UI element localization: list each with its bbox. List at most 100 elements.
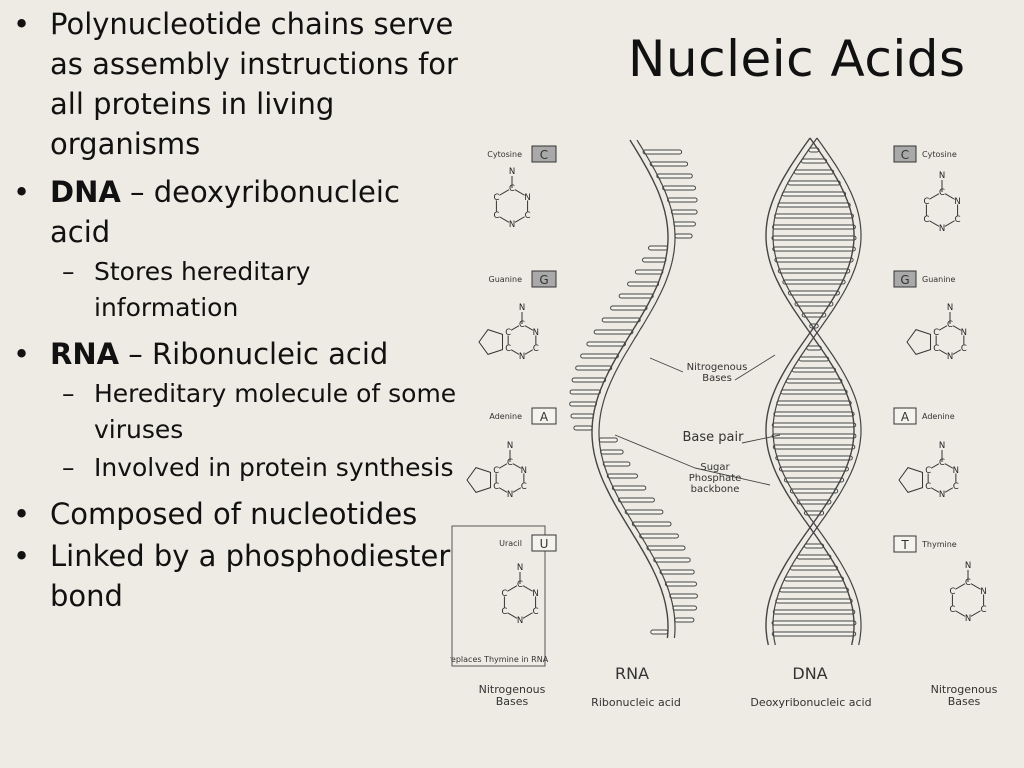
rna-base-rung <box>646 545 686 551</box>
atom-label: C <box>965 578 971 588</box>
bullet-glyph: • <box>13 175 31 209</box>
sub-bullet-glyph: – <box>62 379 75 408</box>
bullet-list: • Polynucleotide chains serve as assembl… <box>0 4 460 618</box>
atom-bg <box>492 482 500 490</box>
dna-base-pair-rung <box>772 444 856 450</box>
rna-base-rung <box>624 509 664 515</box>
atom-label: C <box>505 328 511 338</box>
atom-label: N <box>947 303 953 313</box>
rna-base-rung <box>653 557 691 563</box>
atom-bg <box>960 344 968 352</box>
atom-label: N <box>947 352 953 362</box>
atom-label: N <box>521 466 527 476</box>
atom-label: C <box>923 215 929 225</box>
rna-caption: Ribonucleic acid <box>591 696 681 709</box>
atom-label: C <box>939 188 945 198</box>
dna-base-pair-rung <box>775 455 853 461</box>
atom-label: C <box>493 466 499 476</box>
atom-label: N <box>953 466 959 476</box>
sub-bullet-text: Hereditary molecule of some viruses <box>94 379 457 444</box>
atom-bg <box>518 352 526 360</box>
bullet-text: Polynucleotide chains serve as assembly … <box>50 7 458 161</box>
dna-base-pair-rung <box>796 499 832 505</box>
atom-label: C <box>525 211 531 221</box>
dna-base-pair-rung <box>794 301 834 307</box>
atom-bg <box>532 589 540 597</box>
base-name: Cytosine <box>487 150 522 159</box>
dna-base-pair-rung <box>781 191 847 197</box>
atom-label: C <box>521 482 527 492</box>
bullet-item: • Polynucleotide chains serve as assembl… <box>0 4 460 164</box>
atom-bg <box>504 344 512 352</box>
rna-base-rung <box>586 341 626 347</box>
base-letter: A <box>540 410 549 424</box>
atom-label: C <box>493 211 499 221</box>
bullet-item: • DNA – deoxyribonucleic acid <box>0 172 460 252</box>
rna-base-rung <box>570 413 595 419</box>
atom-label: C <box>925 482 931 492</box>
rna-base-rung <box>662 185 696 191</box>
atom-bg <box>938 490 946 498</box>
atom-bg <box>932 344 940 352</box>
rna-base-rung <box>634 269 664 275</box>
atom-label: C <box>947 320 953 330</box>
dna-double-helix <box>765 137 862 646</box>
rna-base-rung <box>569 389 601 395</box>
rna-base-rung <box>631 521 672 527</box>
dna-base-pair-rung <box>789 565 838 571</box>
dna-base-pair-rung <box>804 543 825 549</box>
atom-label: C <box>501 607 507 617</box>
atom-bg <box>946 352 954 360</box>
atom-bg <box>922 215 930 223</box>
atom-label: N <box>965 561 971 571</box>
atom-label: C <box>955 215 961 225</box>
atom-bg <box>980 605 988 613</box>
ring-bond <box>478 329 504 355</box>
rna-base-rung <box>573 425 593 431</box>
atom-bg <box>492 466 500 474</box>
atom-label: C <box>953 482 959 492</box>
ring-bond <box>906 329 932 355</box>
atom-label: C <box>533 607 539 617</box>
base-name: Uracil <box>499 539 522 548</box>
sub-bullet-glyph: – <box>62 257 75 286</box>
atom-label: N <box>509 167 515 177</box>
dna-base-pair-rung <box>772 609 856 615</box>
atom-bg <box>500 607 508 615</box>
rna-strand <box>569 139 698 639</box>
rna-base-rung <box>664 581 697 587</box>
atom-bg <box>952 482 960 490</box>
dna-base-pair-rung <box>785 378 843 384</box>
rna-base-rung <box>611 485 647 491</box>
rna-base-rung <box>650 629 669 635</box>
rna-base-rung <box>669 593 698 599</box>
atom-label: C <box>493 482 499 492</box>
bullet-keyword: RNA <box>50 337 120 371</box>
atom-bg <box>524 211 532 219</box>
bullet-item: • Composed of nucleotides <box>0 494 460 534</box>
atom-label: N <box>954 197 960 207</box>
atom-bg <box>924 466 932 474</box>
atom-label: N <box>507 490 513 500</box>
base-letter: G <box>900 273 909 287</box>
dna-base-pair-rung <box>772 224 856 230</box>
dna-base-pair-rung <box>779 587 849 593</box>
atom-bg <box>960 328 968 336</box>
base-name: Adenine <box>489 412 522 421</box>
atom-label: N <box>519 303 525 313</box>
sub-bullet-text: Involved in protein synthesis <box>94 453 454 482</box>
atom-label: C <box>981 605 987 615</box>
atom-bg <box>492 211 500 219</box>
dna-base-pair-rung <box>772 246 856 252</box>
atom-label: C <box>509 184 515 194</box>
dna-base-pair-rung <box>779 466 849 472</box>
dna-base-pair-rung <box>798 356 830 362</box>
rna-base-rung <box>642 257 667 263</box>
rna-base-rung <box>600 449 624 455</box>
dna-base-pair-rung <box>784 477 845 483</box>
